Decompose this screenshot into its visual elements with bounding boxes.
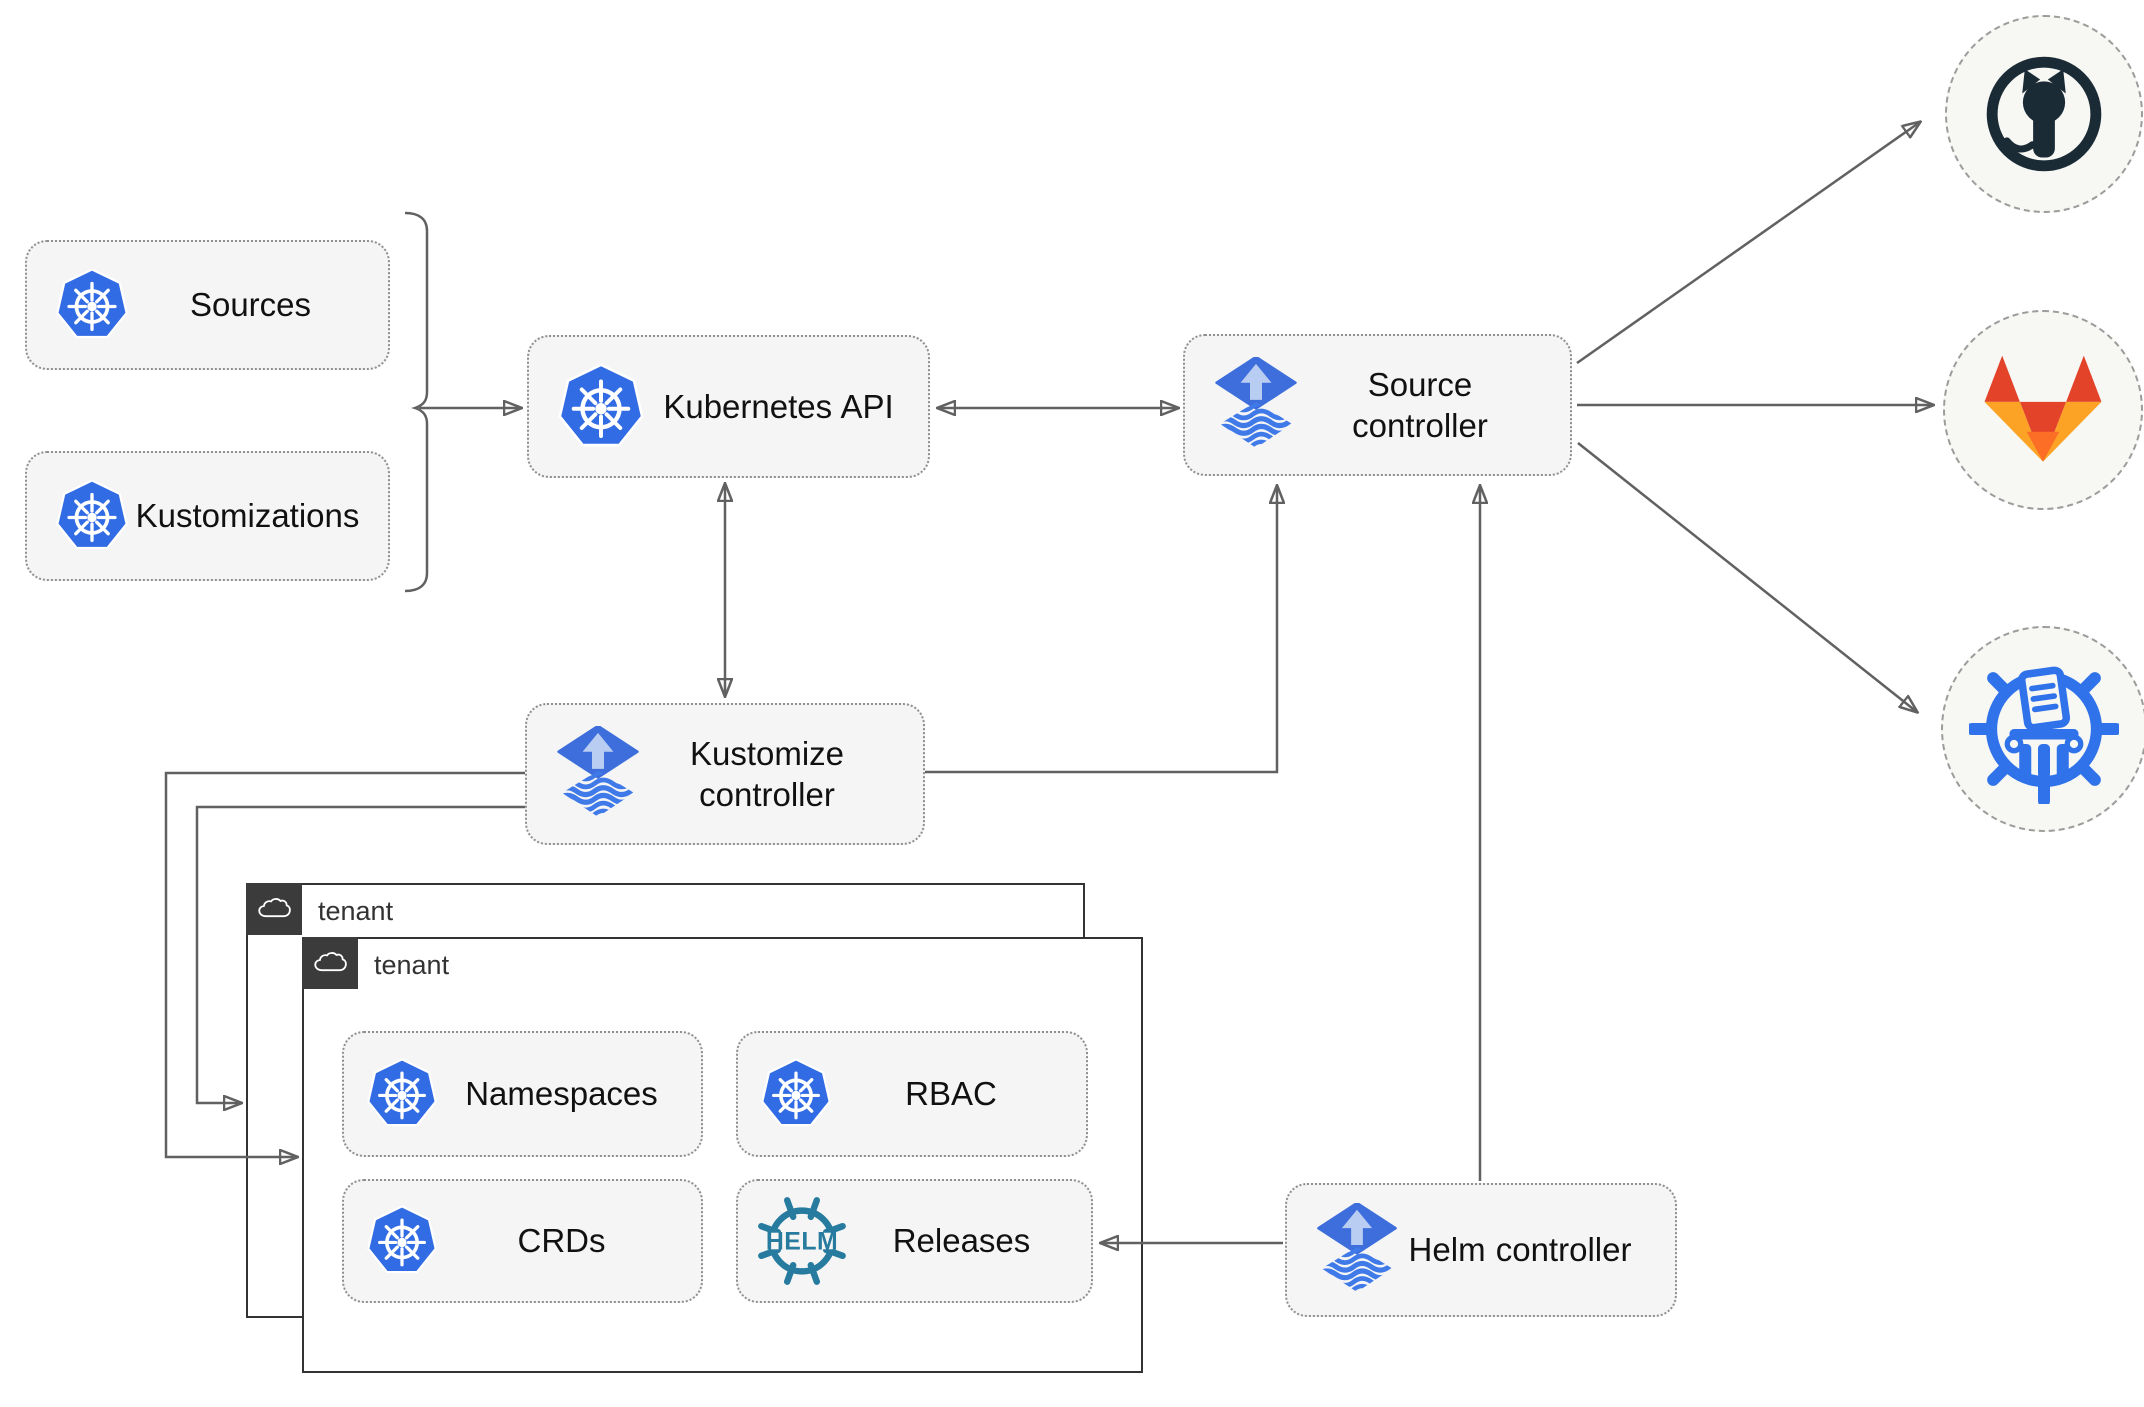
gitlab-remote: [1943, 310, 2143, 510]
kustomize-controller-node: Kustomize controller: [525, 703, 925, 845]
helm-icon: HELM: [756, 1195, 848, 1287]
kustomizations-label: Kustomizations: [135, 497, 360, 535]
gitlab-icon: [1975, 342, 2111, 478]
tenant-outer-label: tenant: [318, 896, 394, 926]
flux-icon: [1213, 357, 1299, 453]
kustomize-controller-label: Kustomize controller: [689, 734, 845, 813]
bracket-sources-kustomizations: [404, 211, 429, 593]
kubernetes-icon: [760, 1058, 832, 1130]
chartmuseum-remote: [1941, 626, 2144, 832]
arrow-kustomize-to-source-controller: [925, 486, 1277, 774]
helm-wordmark: HELM: [766, 1228, 838, 1255]
helm-controller-label: Helm controller: [1408, 1231, 1632, 1269]
cloud-icon: [246, 883, 302, 935]
namespaces-label: Namespaces: [465, 1075, 658, 1113]
namespaces-node: Namespaces: [342, 1031, 703, 1157]
rbac-label: RBAC: [905, 1075, 997, 1113]
kubernetes-icon: [366, 1205, 438, 1277]
kustomizations-node: Kustomizations: [25, 451, 390, 581]
flux-icon: [555, 726, 641, 822]
releases-node: HELM Releases: [736, 1179, 1093, 1303]
chartmuseum-icon: [1969, 654, 2119, 804]
arrow-source-controller-to-chartmuseum: [1577, 442, 1917, 712]
kubernetes-icon: [55, 268, 129, 342]
source-controller-label: Source controller: [1352, 365, 1488, 444]
tenant-inner-label: tenant: [374, 950, 450, 980]
source-controller-node: Source controller: [1183, 334, 1572, 476]
kubernetes-api-node: Kubernetes API: [527, 335, 930, 478]
helm-controller-node: Helm controller: [1285, 1183, 1677, 1317]
flux-icon: [1315, 1203, 1399, 1297]
github-remote: [1945, 15, 2143, 213]
sources-node: Sources: [25, 240, 390, 370]
sources-label: Sources: [189, 286, 312, 324]
kubernetes-icon: [557, 363, 645, 451]
crds-node: CRDs: [342, 1179, 703, 1303]
crds-label: CRDs: [517, 1222, 606, 1260]
arrow-source-controller-to-github: [1576, 122, 1920, 365]
kubernetes-icon: [366, 1058, 438, 1130]
kubernetes-icon: [55, 479, 129, 553]
github-icon: [1980, 50, 2108, 178]
cloud-icon: [302, 937, 358, 989]
releases-label: Releases: [892, 1222, 1031, 1260]
kubernetes-api-label: Kubernetes API: [663, 387, 894, 425]
rbac-node: RBAC: [736, 1031, 1088, 1157]
